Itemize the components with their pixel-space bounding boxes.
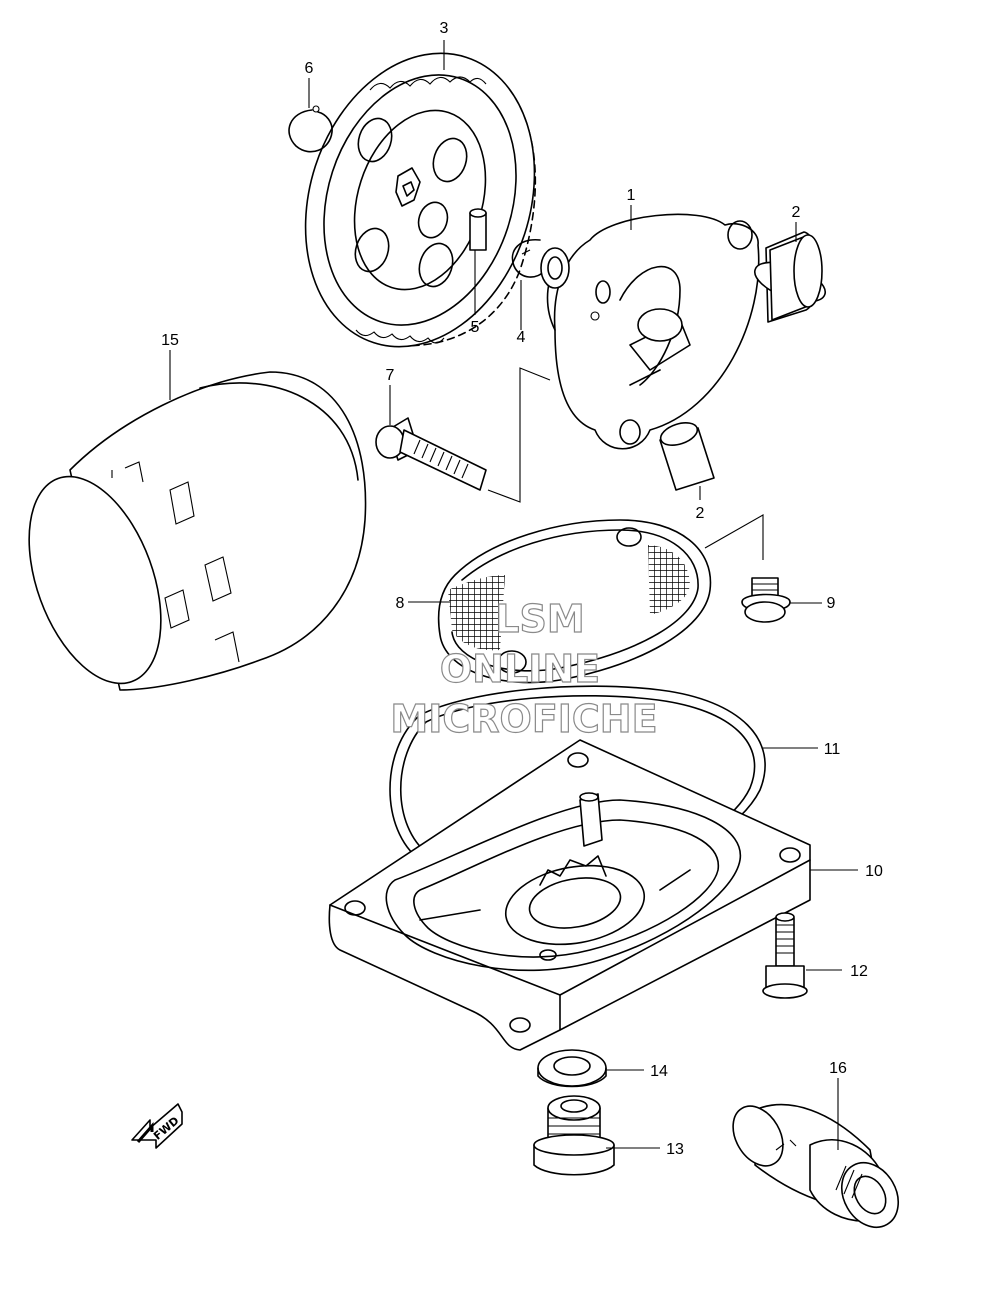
washer-part14: [537, 1049, 607, 1088]
callout-2-lower: 2: [696, 505, 705, 522]
callout-5: 5: [471, 319, 480, 336]
callout-4: 4: [517, 329, 526, 346]
assembly-bracket-9: [704, 514, 764, 560]
fwd-direction-arrow: FWD: [131, 1103, 183, 1149]
driven-gear-part3: [304, 52, 537, 348]
watermark-line3: MICROFICHE: [390, 697, 657, 741]
dowel-part2-upper: [754, 231, 826, 323]
callout-10: 10: [865, 863, 883, 880]
dowel-part2-lower: [659, 422, 715, 491]
oil-pan-part10: [328, 739, 811, 1051]
callout-1: 1: [627, 187, 636, 204]
circlip-part6: [288, 105, 333, 153]
e-clip-part4: [511, 239, 546, 278]
callout-16: 16: [829, 1060, 847, 1077]
assembly-bracket-upper: [487, 367, 551, 503]
callout-9: 9: [827, 595, 836, 612]
callout-8: 8: [396, 595, 405, 612]
bolt-part9: [741, 577, 791, 623]
callout-11: 11: [824, 741, 841, 758]
oil-filter-part15: [28, 371, 367, 691]
watermark-line2: ONLINE: [440, 647, 600, 691]
bolt-part12: [762, 912, 808, 999]
drain-plug-part13: [533, 1095, 615, 1176]
leader-lines: [169, 40, 858, 1150]
callout-2-upper: 2: [792, 204, 801, 221]
bolt-part7: [375, 417, 487, 491]
callout-15: 15: [161, 332, 179, 349]
pressure-switch-part16: [732, 1103, 900, 1228]
callout-3: 3: [440, 20, 449, 37]
oil-strainer-part8: [437, 519, 712, 684]
watermark: LSM ONLINE MICROFICHE: [390, 596, 658, 741]
callout-14: 14: [650, 1063, 668, 1080]
callout-13: 13: [666, 1141, 684, 1158]
pin-part5: [469, 208, 487, 251]
oil-pump-part1: [540, 213, 760, 450]
callout-6: 6: [305, 60, 314, 77]
callout-12: 12: [850, 963, 868, 980]
callout-7: 7: [386, 367, 395, 384]
watermark-line1: LSM: [495, 597, 584, 641]
callout-labels: 3 6 1 2 5 4 15 7 2 8 9 11 10 12 14 16 13: [161, 20, 883, 1158]
